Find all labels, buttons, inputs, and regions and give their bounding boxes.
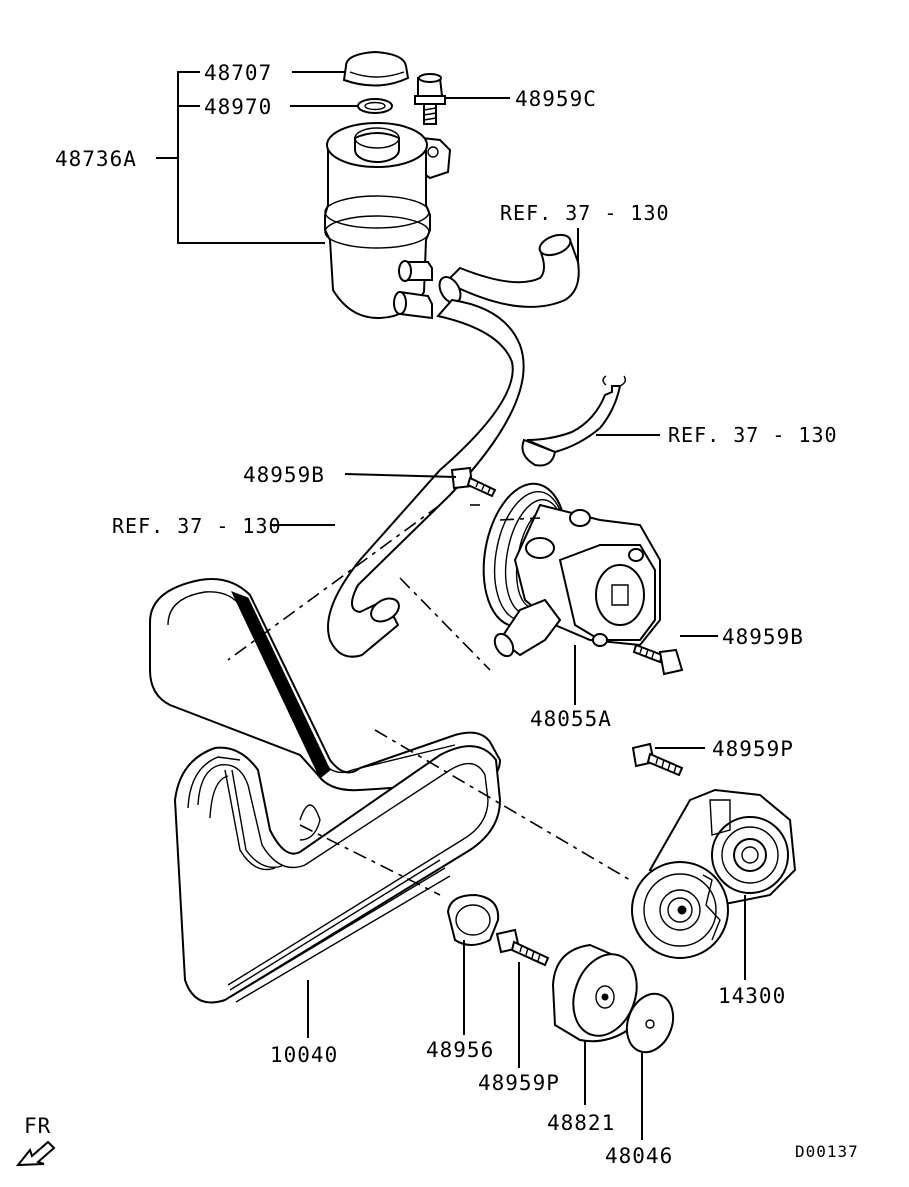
bolt-pump-top[interactable] (450, 466, 497, 498)
cap-gasket[interactable] (357, 98, 393, 114)
label-bolt-pump-top: 48959B (243, 463, 325, 487)
label-idler-cover: 48046 (605, 1144, 673, 1168)
leader-lines (156, 71, 746, 1140)
idler-cover[interactable] (619, 987, 681, 1058)
hose-upper[interactable] (435, 231, 580, 308)
label-gasket: 48970 (204, 95, 272, 119)
label-reservoir: 48736A (55, 147, 137, 171)
reservoir-tank[interactable] (324, 122, 452, 320)
label-pump: 48055A (530, 707, 612, 731)
label-bolt-pump-right: 48959B (722, 625, 804, 649)
label-bolt-idler: 48959P (478, 1071, 560, 1095)
alignment-lines (227, 504, 631, 896)
label-ref-right: REF. 37 - 130 (668, 423, 838, 447)
belt-drive-10040[interactable] (173, 745, 502, 1004)
label-bolt-tensioner: 48959P (712, 737, 794, 761)
belt-tensioner[interactable] (631, 788, 797, 959)
label-belt: 10040 (270, 1043, 338, 1067)
bolt-idler[interactable] (495, 928, 550, 967)
idler-pulley[interactable] (551, 943, 648, 1045)
front-arrow-icon: FR (15, 1114, 56, 1167)
hose-suction[interactable] (327, 298, 525, 658)
pulley-cover-48956[interactable] (446, 893, 500, 946)
bolt-tensioner[interactable] (631, 742, 684, 777)
label-bolt-reservoir: 48959C (515, 87, 597, 111)
label-ref-left: REF. 37 - 130 (112, 514, 282, 538)
belt-pump[interactable] (149, 578, 502, 792)
label-tensioner: 14300 (718, 984, 786, 1008)
bolt-pump-right[interactable] (632, 643, 684, 676)
label-idler-pulley: 48821 (547, 1111, 615, 1135)
label-cap: 48707 (204, 61, 272, 85)
reservoir-cap[interactable] (342, 50, 410, 87)
label-front: FR (24, 1114, 51, 1138)
label-cover: 48956 (426, 1038, 494, 1062)
bolt-reservoir[interactable] (414, 73, 446, 125)
label-ref-upper: REF. 37 - 130 (500, 201, 670, 225)
power-steering-pump[interactable] (473, 477, 661, 659)
hose-pressure[interactable] (521, 375, 627, 467)
label-drawing-id: D00137 (795, 1142, 859, 1161)
